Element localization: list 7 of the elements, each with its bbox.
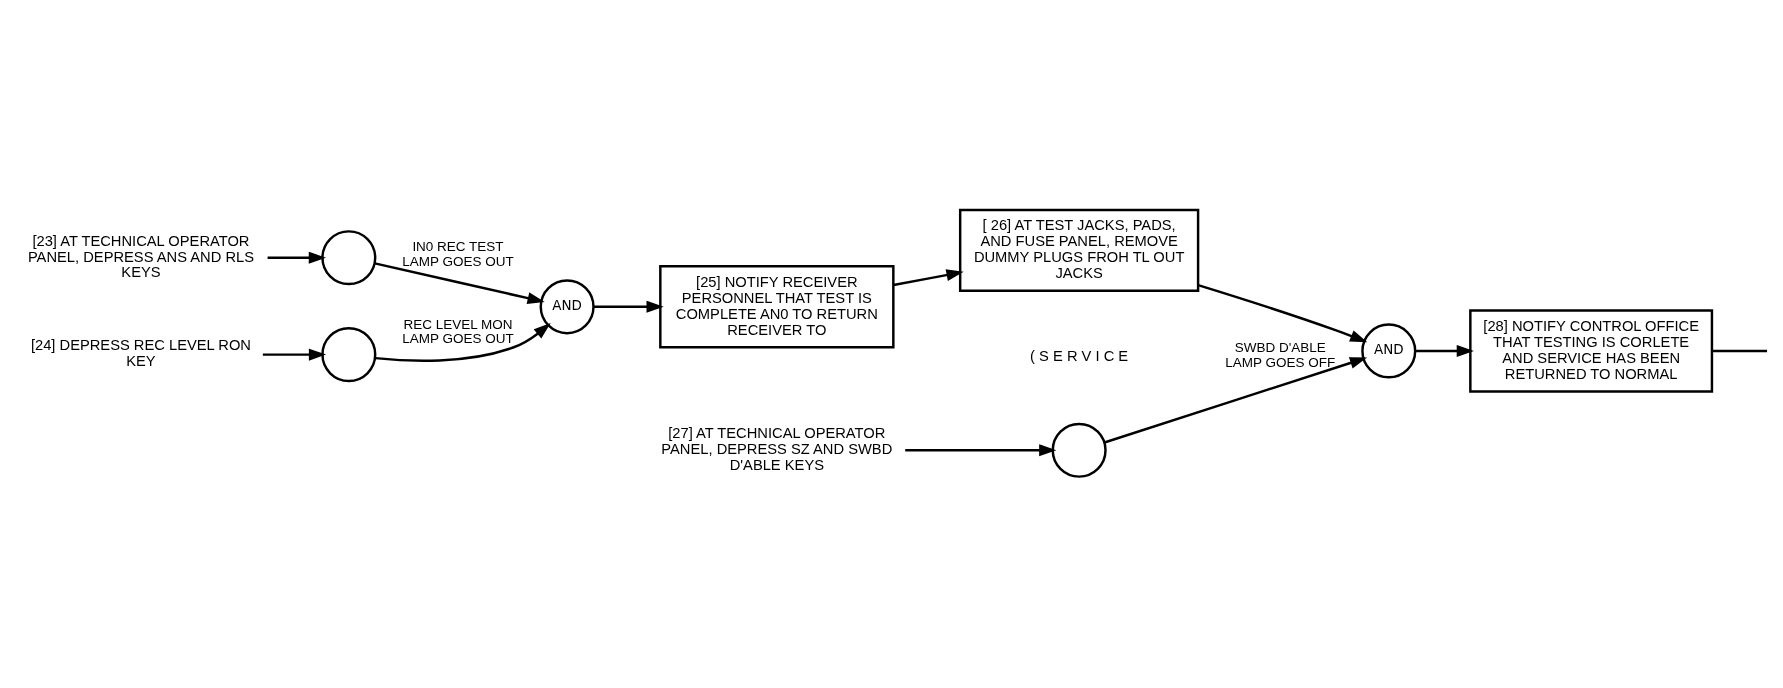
node-text: [27] AT TECHNICAL OPERATOR PANEL, DEPRESS SZ AND SWBD D'ABLE KEYS	[661, 424, 893, 473]
edge-label: SWBD D'ABLE LAMP GOES OFF	[1225, 339, 1336, 370]
edge-label: REC LEVEL MON LAMP GOES OUT	[402, 316, 514, 346]
edge-label: IN0 REC TEST LAMP GOES OUT	[402, 238, 514, 269]
node-text: [24] DEPRESS REC LEVEL RON KEY	[30, 336, 252, 369]
node-text: [23] AT TECHNICAL OPERATOR PANEL, DEPRESS ANS AND RLS KEYS	[27, 232, 254, 280]
label: ( S E R V I C E	[1030, 347, 1129, 364]
